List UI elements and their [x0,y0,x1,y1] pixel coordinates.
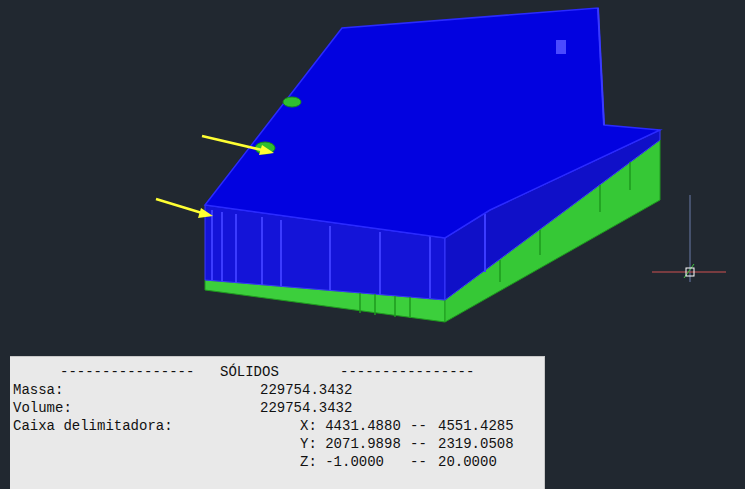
property-cell: SÓLIDOS [220,364,279,380]
property-cell: Caixa delimitadora: [13,418,173,434]
property-cell: -- [410,418,427,434]
property-cell: 20.0000 [438,454,497,470]
property-cell: ---------------- [340,364,474,380]
property-cell: X: 4431.4880 [300,418,401,434]
property-cell: Volume: [13,400,72,416]
property-cell: -- [410,454,427,470]
notch [556,40,566,54]
solid-model [205,8,660,322]
top-face [205,8,660,238]
property-cell: Y: 2071.9898 [300,436,401,452]
property-cell: 229754.3432 [260,382,352,398]
property-cell: -- [410,436,427,452]
hole [283,97,301,107]
property-cell: 4551.4285 [438,418,514,434]
yellow-arrows [156,136,274,218]
crosshair-cursor [652,195,726,282]
property-cell: 229754.3432 [260,400,352,416]
property-cell: 2319.0508 [438,436,514,452]
properties-panel: ---------------- SÓLIDOS ---------------- M… [10,356,545,489]
property-cell: ---------------- [60,364,194,380]
property-cell: Massa: [13,382,63,398]
property-cell: Z: -1.0000 [300,454,384,470]
edge-line [598,8,604,125]
